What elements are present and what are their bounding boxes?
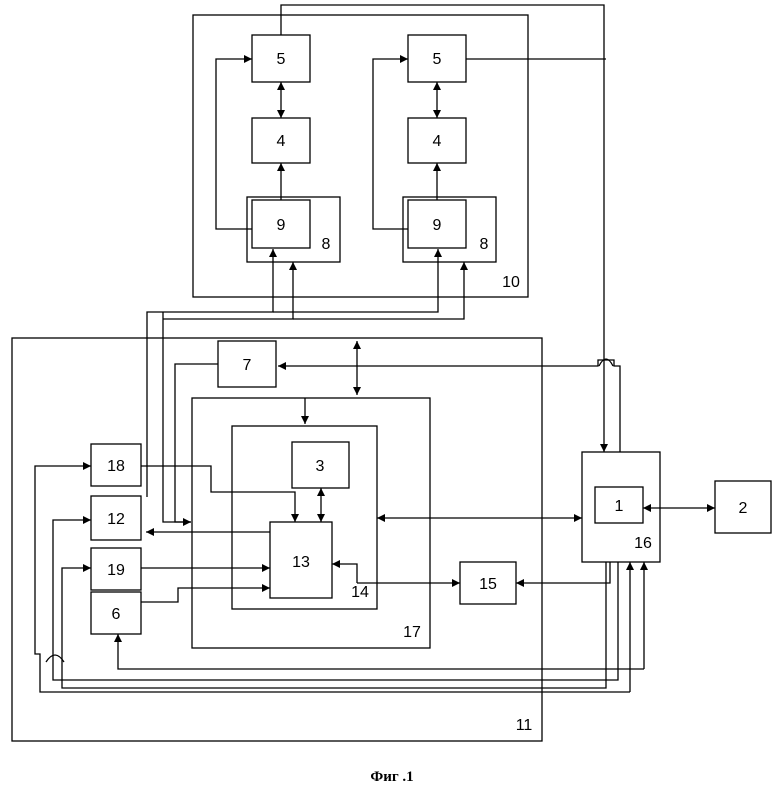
unit-10-frame [193, 15, 528, 297]
label-16: 16 [634, 535, 652, 552]
label-15: 15 [479, 576, 497, 593]
label-8-left: 8 [322, 236, 331, 253]
label-5-left: 5 [277, 51, 286, 68]
label-4-left: 4 [277, 133, 286, 150]
label-19: 19 [107, 562, 125, 579]
label-10: 10 [502, 274, 520, 291]
label-11: 11 [516, 717, 533, 734]
label-6: 6 [112, 606, 121, 623]
label-1: 1 [615, 498, 624, 515]
label-14: 14 [351, 584, 369, 601]
figure-caption: Фиг .1 [370, 769, 413, 785]
label-2: 2 [739, 500, 748, 517]
label-4-right: 4 [433, 133, 442, 150]
label-18: 18 [107, 458, 125, 475]
label-12: 12 [107, 511, 125, 528]
label-7: 7 [243, 357, 252, 374]
label-13: 13 [292, 554, 310, 571]
label-8-right: 8 [480, 236, 489, 253]
label-5-right: 5 [433, 51, 442, 68]
label-3: 3 [316, 458, 325, 475]
label-17: 17 [403, 624, 421, 641]
label-9-left: 9 [277, 217, 286, 234]
label-9-right: 9 [433, 217, 442, 234]
